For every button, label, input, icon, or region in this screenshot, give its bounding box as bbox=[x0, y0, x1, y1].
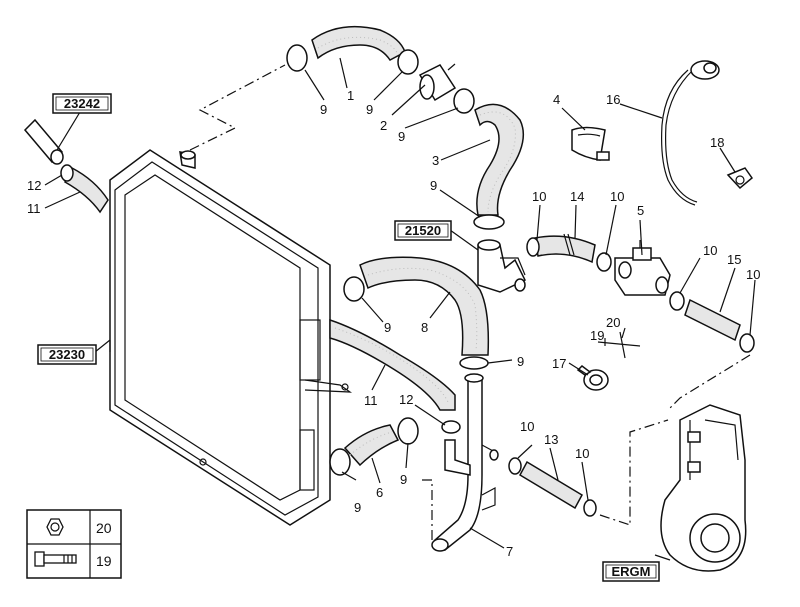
ref-box-23242: 23242 bbox=[52, 93, 112, 114]
hose-11-lower bbox=[329, 318, 456, 411]
clamp-9-d bbox=[473, 214, 505, 230]
ref-box-21520: 21520 bbox=[394, 220, 452, 241]
hose-1 bbox=[311, 25, 406, 61]
callout-20: 20 bbox=[606, 315, 620, 330]
hose-11-upper bbox=[64, 166, 109, 214]
callout-2: 2 bbox=[380, 118, 387, 133]
callouts: 1 2 3 4 5 6 7 8 9 9 9 9 9 9 9 9 10 10 10… bbox=[27, 88, 760, 559]
svg-text:ERGM: ERGM bbox=[612, 564, 651, 579]
ref-box-23230: 23230 bbox=[37, 344, 97, 365]
callout-12a: 12 bbox=[27, 178, 41, 193]
clip-4 bbox=[571, 126, 610, 161]
callout-9f: 9 bbox=[517, 354, 524, 369]
legend-nut-label: 20 bbox=[96, 520, 112, 536]
callout-10b: 10 bbox=[610, 189, 624, 204]
callout-17: 17 bbox=[552, 356, 566, 371]
legend-bolt-label: 19 bbox=[96, 553, 112, 569]
clamp-9-c bbox=[453, 88, 475, 114]
valve-5 bbox=[614, 240, 671, 296]
callout-14: 14 bbox=[570, 189, 584, 204]
svg-text:21520: 21520 bbox=[405, 223, 441, 238]
callout-7: 7 bbox=[506, 544, 513, 559]
clamp-9-e bbox=[343, 276, 365, 302]
callout-9a: 9 bbox=[320, 102, 327, 117]
clamp-17 bbox=[576, 365, 609, 391]
clamp-9-h bbox=[397, 417, 419, 445]
svg-text:23230: 23230 bbox=[49, 347, 85, 362]
ergm-blower bbox=[660, 404, 747, 572]
callout-4: 4 bbox=[553, 92, 560, 107]
callout-6: 6 bbox=[376, 485, 383, 500]
leader-lines bbox=[44, 57, 756, 561]
clamp-10-f bbox=[583, 499, 597, 517]
hose-15 bbox=[684, 298, 741, 342]
clamp-12-lower bbox=[441, 420, 461, 434]
hose-8 bbox=[359, 256, 490, 356]
pipe-7 bbox=[431, 373, 499, 552]
callout-1: 1 bbox=[347, 88, 354, 103]
callout-11a: 11 bbox=[27, 201, 41, 216]
callout-9b: 9 bbox=[366, 102, 373, 117]
hose-14 bbox=[534, 233, 596, 264]
clamp-10-c bbox=[669, 291, 685, 311]
callout-16: 16 bbox=[606, 92, 620, 107]
callout-9g: 9 bbox=[354, 500, 361, 515]
callout-18: 18 bbox=[710, 135, 724, 150]
callout-11b: 11 bbox=[364, 393, 378, 408]
callout-9d: 9 bbox=[430, 178, 437, 193]
callout-5: 5 bbox=[637, 203, 644, 218]
pipe-2 bbox=[418, 63, 457, 102]
hose-6 bbox=[343, 424, 400, 467]
callout-13: 13 bbox=[544, 432, 558, 447]
svg-text:23242: 23242 bbox=[64, 96, 100, 111]
clamp-9-g bbox=[329, 448, 351, 476]
nut-icon bbox=[46, 518, 64, 536]
callout-10d: 10 bbox=[746, 267, 760, 282]
left-pipe bbox=[23, 118, 64, 165]
callout-9h: 9 bbox=[400, 472, 407, 487]
callout-9c: 9 bbox=[398, 129, 405, 144]
fastener-legend: 20 19 bbox=[26, 509, 122, 579]
callout-10a: 10 bbox=[532, 189, 546, 204]
dash-leaders bbox=[189, 64, 751, 540]
ref-box-ergm: ERGM bbox=[602, 561, 660, 582]
bolt-icon bbox=[34, 551, 77, 567]
callout-10c: 10 bbox=[703, 243, 717, 258]
callout-12b: 12 bbox=[399, 392, 413, 407]
callout-15: 15 bbox=[727, 252, 741, 267]
sensor-16 bbox=[661, 60, 720, 206]
clamp-9-b bbox=[397, 49, 419, 75]
clamp-12-upper bbox=[60, 164, 74, 182]
hose-3 bbox=[474, 103, 525, 216]
clamp-10-a bbox=[526, 237, 540, 257]
clamp-9-a bbox=[286, 44, 308, 72]
callout-19: 19 bbox=[590, 328, 604, 343]
callout-3: 3 bbox=[432, 153, 439, 168]
clamp-10-d bbox=[739, 333, 755, 353]
clip-18 bbox=[726, 167, 754, 190]
thermostat-fitting bbox=[477, 239, 527, 293]
callout-10f: 10 bbox=[575, 446, 589, 461]
clamp-10-b bbox=[596, 252, 612, 272]
clamp-9-f bbox=[459, 356, 489, 370]
callout-8: 8 bbox=[421, 320, 428, 335]
callout-9e: 9 bbox=[384, 320, 391, 335]
radiator bbox=[109, 149, 353, 526]
clamp-10-e bbox=[508, 457, 522, 475]
hose-13 bbox=[519, 460, 583, 510]
callout-10e: 10 bbox=[520, 419, 534, 434]
